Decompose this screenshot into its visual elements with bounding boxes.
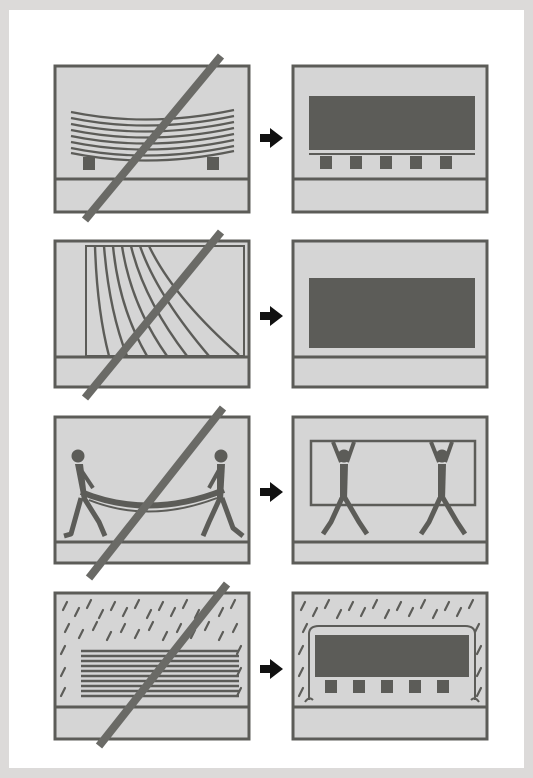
wrong-leaning-panel (55, 232, 249, 398)
row-4-weather (55, 584, 487, 746)
right-arrow-icon (260, 482, 283, 502)
correct-leaning-panel (293, 241, 487, 387)
support-block (207, 157, 219, 170)
correct-weather-panel (293, 593, 487, 739)
correct-storage-panel (293, 66, 487, 212)
correct-carrying-panel (293, 417, 487, 563)
right-arrow-icon (260, 128, 283, 148)
wrong-carrying-panel (55, 408, 249, 578)
wrong-storage-panel (55, 56, 249, 220)
right-arrow-icon (260, 659, 283, 679)
wrong-weather-panel (55, 584, 249, 746)
row-1-storage (55, 56, 487, 220)
support-block (83, 157, 95, 170)
row-3-carrying (55, 408, 487, 578)
flat-panel (309, 278, 475, 348)
right-arrow-icon (260, 306, 283, 326)
flat-panel (309, 96, 475, 150)
instruction-diagram (9, 10, 524, 768)
covered-panel (315, 635, 469, 677)
row-2-leaning (55, 232, 487, 398)
instruction-sheet (9, 10, 524, 768)
